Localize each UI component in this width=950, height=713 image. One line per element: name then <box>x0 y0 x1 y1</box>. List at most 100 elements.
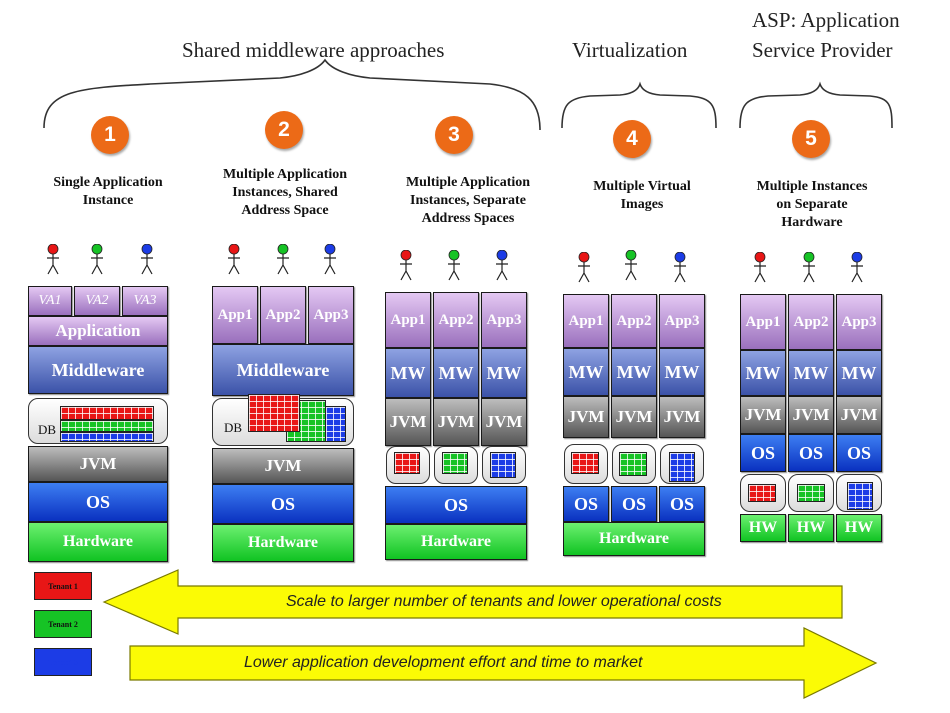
mw-layer: MW <box>740 350 786 396</box>
app2-layer: App2 <box>260 286 306 344</box>
jvm-layer: JVM <box>212 448 354 484</box>
mw-layer: MW <box>611 348 657 396</box>
jvm-layer: JVM <box>385 398 431 446</box>
middleware-layer: Middleware <box>28 346 168 394</box>
tenant1-data-grid <box>571 452 599 474</box>
os-layer: OS <box>28 482 168 522</box>
tenant1-data-grid <box>248 394 300 432</box>
tenant3-user-icon <box>851 252 863 283</box>
legend-tenant-2: Tenant 2 <box>34 610 92 638</box>
arrow-right-label: Lower application development effort and… <box>244 654 643 671</box>
app3-layer: App3 <box>481 292 527 348</box>
tenant1-data-grid <box>748 484 776 502</box>
mw-layer: MW <box>385 348 431 398</box>
db-label: DB <box>224 420 243 435</box>
mw-layer: MW <box>788 350 834 396</box>
tenant3-data-grid <box>60 432 154 442</box>
tenant2-data-grid <box>619 452 647 476</box>
brace-virtualization <box>561 81 717 129</box>
mw-layer: MW <box>836 350 882 396</box>
app3-layer: App3 <box>836 294 882 350</box>
va2-layer: VA2 <box>74 286 120 316</box>
app1-layer: App1 <box>212 286 258 344</box>
tenant3-data-grid <box>847 482 873 510</box>
os-layer: OS <box>836 434 882 472</box>
group-title-asp-line1: ASP: Application <box>752 8 900 32</box>
jvm-layer: JVM <box>28 446 168 482</box>
approach-badge-4: 4 <box>613 120 651 158</box>
db-label: DB <box>38 422 57 437</box>
app2-layer: App2 <box>611 294 657 348</box>
hardware-layer: Hardware <box>212 524 354 562</box>
tenant3-user-icon <box>674 252 686 283</box>
tenant3-user-icon <box>324 244 336 275</box>
group-title-asp-line2: Service Provider <box>752 38 893 62</box>
tenant1-user-icon <box>400 250 412 281</box>
os-layer: OS <box>788 434 834 472</box>
va1-layer: VA1 <box>28 286 72 316</box>
arrow-left-label: Scale to larger number of tenants and lo… <box>286 593 722 610</box>
os-layer: OS <box>659 486 705 522</box>
tenant2-user-icon <box>91 244 103 275</box>
app1-layer: App1 <box>740 294 786 350</box>
hardware-layer: Hardware <box>28 522 168 562</box>
va3-layer: VA3 <box>122 286 168 316</box>
os-layer: OS <box>611 486 657 522</box>
tenant1-data-grid <box>394 452 420 474</box>
hw-layer: HW <box>788 514 834 542</box>
jvm-layer: JVM <box>481 398 527 446</box>
approach-caption-2: Multiple Application Instances, Shared A… <box>222 167 348 218</box>
jvm-layer: JVM <box>788 396 834 434</box>
legend-tenant-3: Tenant 3 <box>34 648 92 676</box>
os-layer: OS <box>740 434 786 472</box>
jvm-layer: JVM <box>836 396 882 434</box>
tenant1-user-icon <box>578 252 590 283</box>
brace-asp <box>739 81 893 129</box>
tenant2-data-grid <box>442 452 468 474</box>
mw-layer: MW <box>563 348 609 396</box>
tenant2-data-grid <box>797 484 825 502</box>
tenant2-user-icon <box>277 244 289 275</box>
approach-caption-3: Multiple Application Instances, Separate… <box>405 175 531 226</box>
group-title-shared: Shared middleware approaches <box>182 38 445 62</box>
os-layer: OS <box>212 484 354 524</box>
hw-layer: HW <box>740 514 786 542</box>
mw-layer: MW <box>481 348 527 398</box>
app2-layer: App2 <box>433 292 479 348</box>
tenant1-user-icon <box>754 252 766 283</box>
brace-shared <box>43 58 541 131</box>
tenant2-data-grid <box>60 420 154 432</box>
legend-tenant-1: Tenant 1 <box>34 572 92 600</box>
mw-layer: MW <box>433 348 479 398</box>
arrow-right-shape <box>129 627 878 699</box>
app3-layer: App3 <box>659 294 705 348</box>
tenant3-data-grid <box>490 452 516 478</box>
app1-layer: App1 <box>385 292 431 348</box>
arrow-left-shape <box>102 569 843 635</box>
approach-badge-5: 5 <box>792 120 830 158</box>
os-layer: OS <box>563 486 609 522</box>
tenant3-user-icon <box>141 244 153 275</box>
approach-caption-4: Multiple Virtual Images <box>593 179 691 212</box>
approach-caption-1: Single Application Instance <box>53 175 163 208</box>
jvm-layer: JVM <box>611 396 657 438</box>
app2-layer: App2 <box>788 294 834 350</box>
approach-caption-5: Multiple Instances on Separate Hardware <box>756 179 868 230</box>
app1-layer: App1 <box>563 294 609 348</box>
tenant2-user-icon <box>803 252 815 283</box>
hardware-layer: Hardware <box>385 524 527 560</box>
jvm-layer: JVM <box>563 396 609 438</box>
approach-badge-2: 2 <box>265 111 303 149</box>
approach-badge-1: 1 <box>91 116 129 154</box>
tenant3-data-grid <box>669 452 695 482</box>
os-layer: OS <box>385 486 527 524</box>
group-title-virtualization: Virtualization <box>572 38 688 62</box>
application-layer: Application <box>28 316 168 346</box>
middleware-layer: Middleware <box>212 344 354 396</box>
jvm-layer: JVM <box>659 396 705 438</box>
database-cylinder <box>788 474 834 512</box>
tenant2-user-icon <box>448 250 460 281</box>
